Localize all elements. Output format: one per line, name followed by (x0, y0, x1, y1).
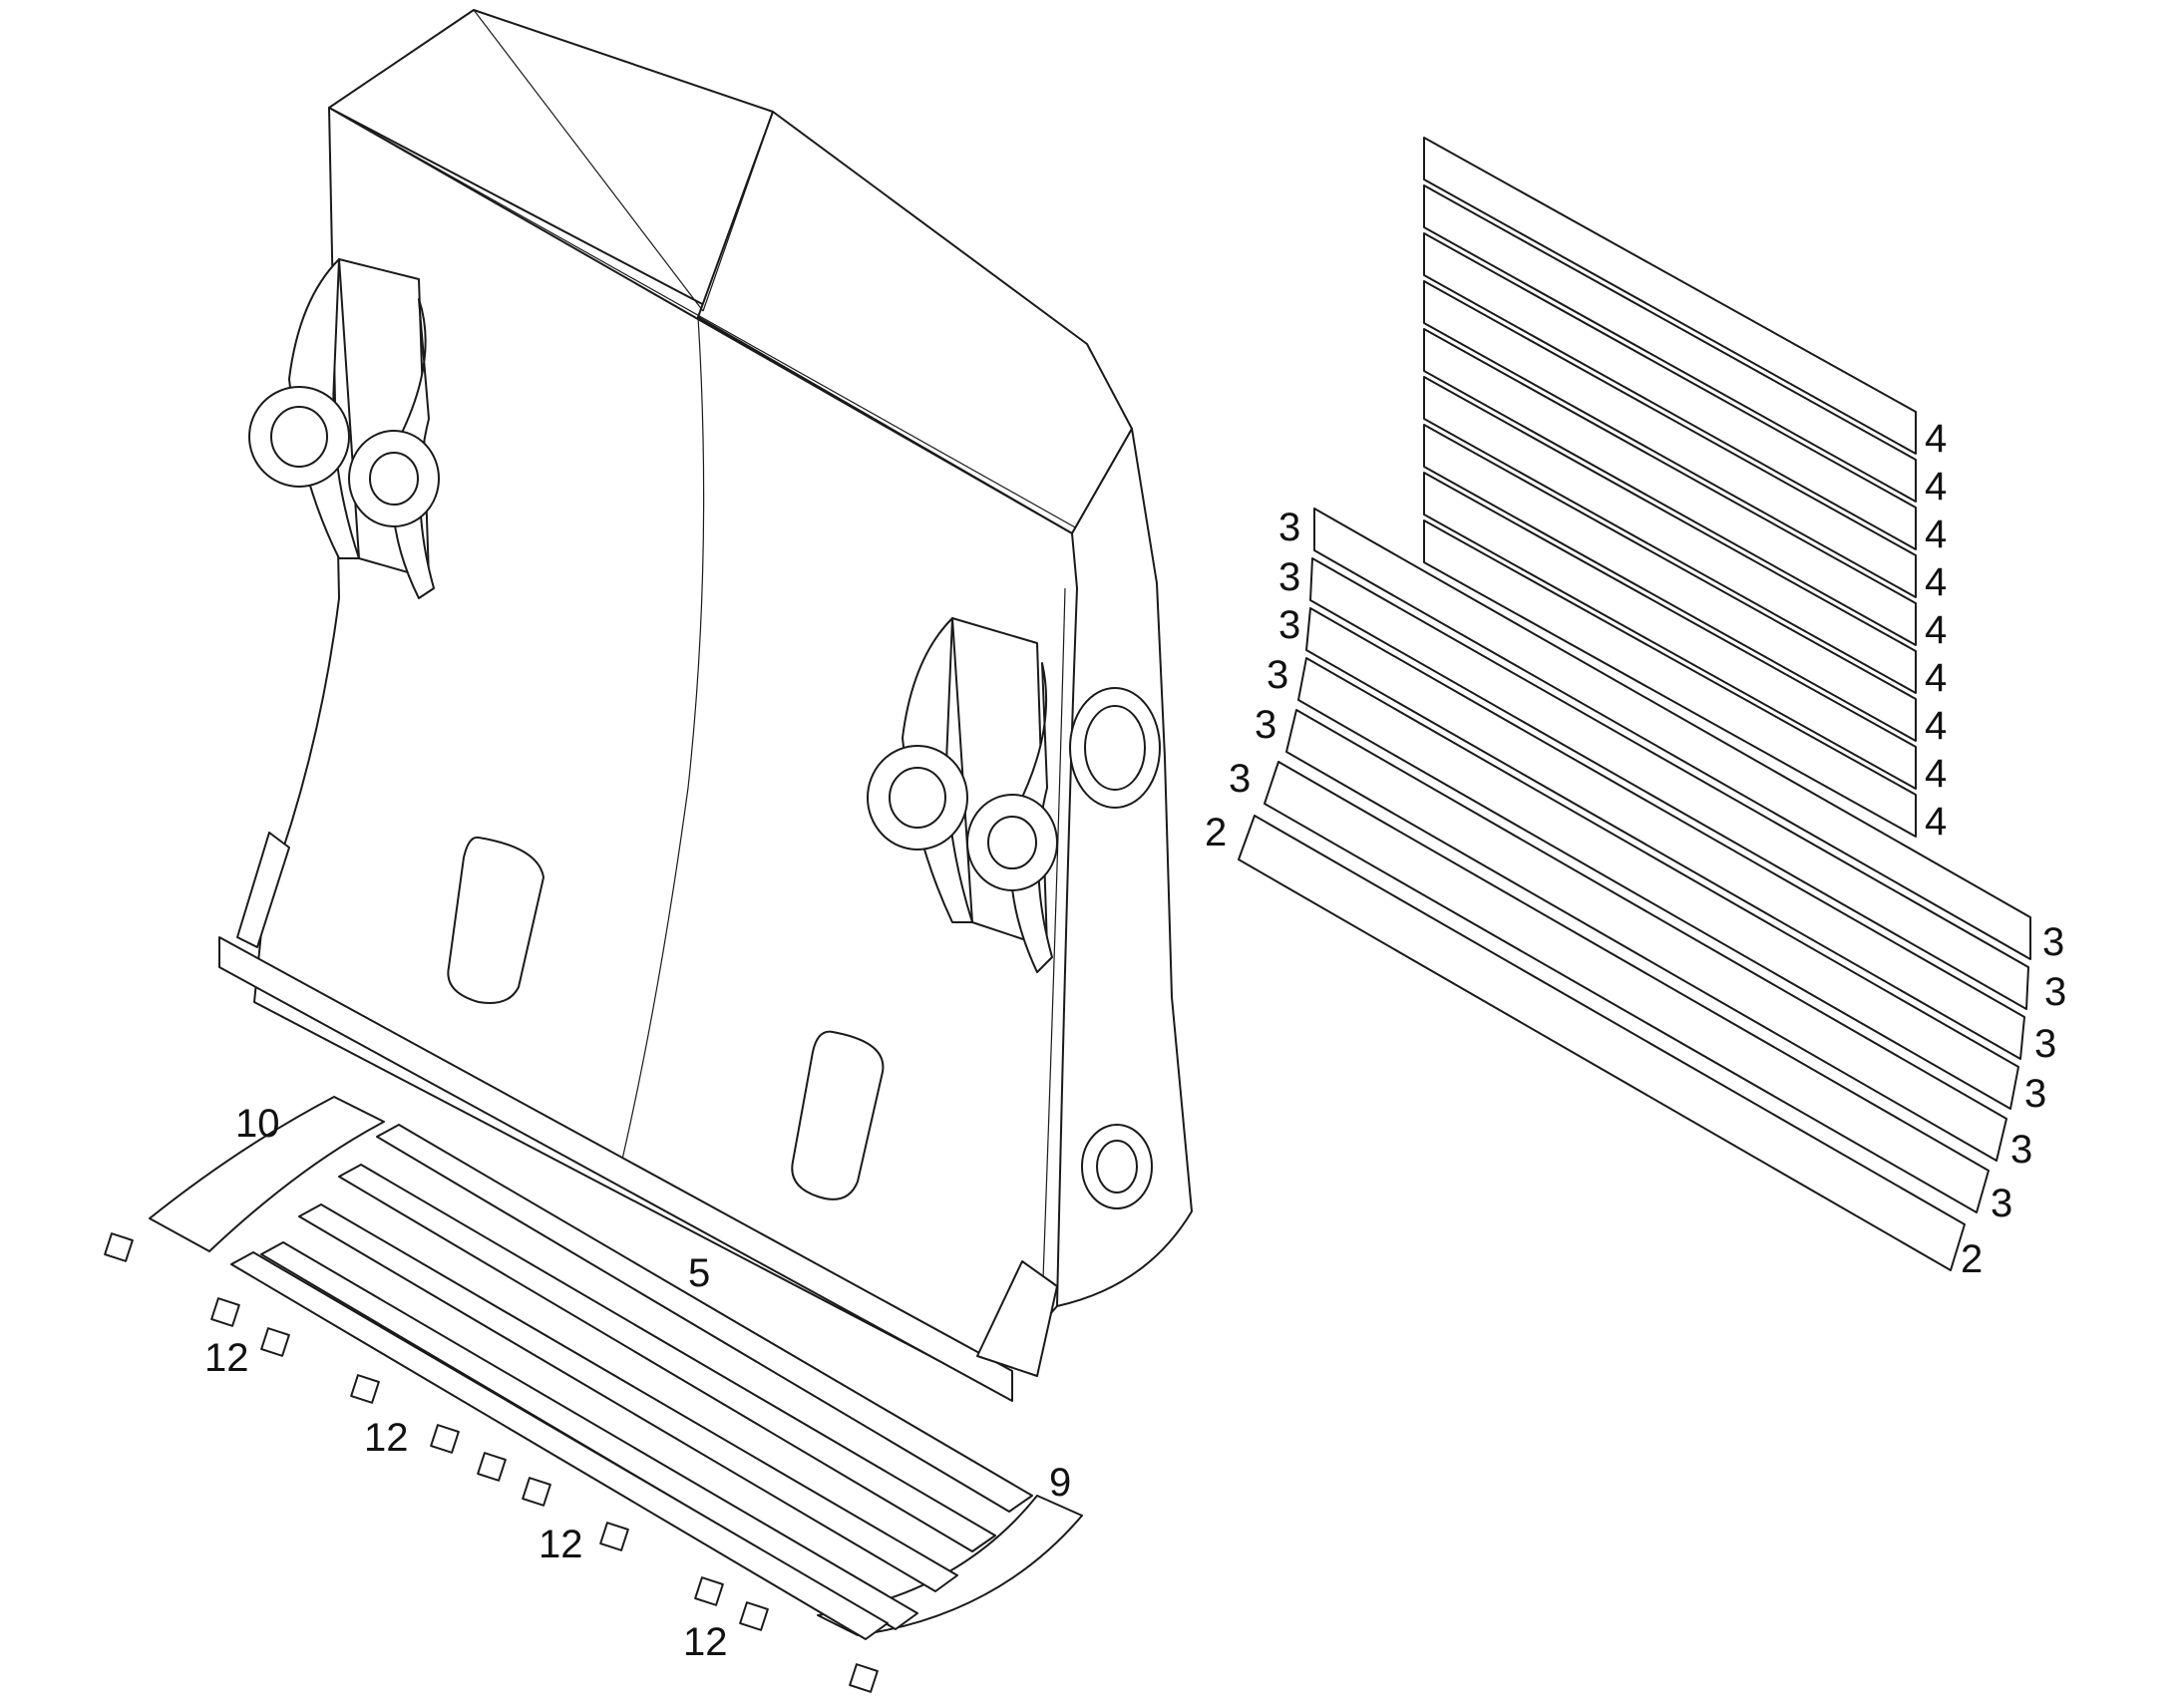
wear-strip-4 (1423, 376, 1917, 694)
wear-strip-4 (1423, 184, 1917, 503)
wear-strip-4 (1423, 232, 1917, 550)
callout-10: 10 (235, 1102, 280, 1146)
callout-4: 4 (1925, 704, 1947, 748)
hinge-bracket-right (867, 617, 1058, 973)
wear-strips-group-3 (1238, 508, 2031, 1271)
wear-strips-group-4 (1423, 137, 1917, 838)
wear-strip-2 (1238, 815, 1966, 1271)
callout-2: 2 (1961, 1237, 1983, 1281)
callout-12: 12 (364, 1416, 409, 1460)
callout-3: 3 (2024, 1072, 2046, 1116)
lip-end-left (236, 832, 290, 948)
wear-pad-12 (694, 1576, 724, 1606)
bottom-strip-5 (338, 1164, 996, 1552)
wear-pad-12 (739, 1601, 769, 1631)
wear-pad-12 (522, 1477, 551, 1507)
callout-12: 12 (204, 1336, 249, 1380)
callout-3: 3 (1278, 555, 1300, 599)
callout-9: 9 (1049, 1461, 1071, 1505)
side-boss-upper-inner (1084, 705, 1146, 791)
wear-strip-4 (1423, 519, 1917, 838)
pin-hole-left-a (270, 406, 328, 468)
pin-hole-left-b (369, 452, 419, 506)
wear-pad-12 (104, 1232, 134, 1262)
wear-strip-3 (1264, 761, 1990, 1213)
callout-4: 4 (1925, 800, 1947, 844)
callout-3: 3 (2010, 1128, 2032, 1172)
wear-pad-12 (599, 1522, 629, 1551)
wear-strip-3 (1313, 508, 2031, 960)
callout-5: 5 (688, 1251, 710, 1295)
wear-strip-3 (1305, 607, 2025, 1060)
callout-4: 4 (1925, 417, 1947, 461)
callout-3: 3 (1267, 653, 1288, 697)
wear-pad-12 (210, 1297, 240, 1327)
bottom-strip-5 (230, 1251, 889, 1640)
callout-12: 12 (539, 1523, 583, 1566)
wear-strip-4 (1423, 280, 1917, 598)
wear-strip-3 (1309, 557, 2029, 1010)
callout-4: 4 (1925, 608, 1947, 652)
lip-end-right (976, 1260, 1058, 1377)
callout-3: 3 (1255, 703, 1276, 747)
wear-strip-3 (1297, 657, 2019, 1110)
callout-3: 3 (1229, 757, 1251, 801)
top-center-line (702, 111, 774, 312)
pin-hole-right-a (889, 767, 946, 829)
callout-3: 3 (1991, 1182, 2012, 1225)
side-boss-lower-inner (1096, 1140, 1138, 1194)
wear-pad-12 (430, 1424, 460, 1454)
wear-strip-4 (1423, 137, 1917, 455)
pin-hole-right-b (987, 816, 1037, 869)
wear-pad-12 (350, 1374, 380, 1404)
side-wall-inner (1041, 587, 1066, 1307)
callout-4: 4 (1925, 465, 1947, 509)
side-wall-edge (1056, 532, 1078, 1307)
hinge-bracket-left (248, 258, 440, 599)
callout-3: 3 (2034, 1022, 2056, 1066)
bottom-strip-5 (376, 1124, 1033, 1513)
side-cutter-plate-10 (149, 1096, 385, 1252)
callout-3: 3 (2042, 920, 2064, 964)
callout-4: 4 (1925, 656, 1947, 700)
bucket-body (218, 9, 1193, 1402)
wear-pad-12 (260, 1327, 290, 1357)
wear-strip-4 (1423, 424, 1917, 742)
bottom-strip-5 (298, 1203, 958, 1592)
callout-3: 3 (1278, 506, 1300, 549)
callout-12: 12 (683, 1620, 728, 1664)
wear-pad-12 (849, 1663, 879, 1693)
callout-3: 3 (2044, 970, 2066, 1014)
top-fold-line (473, 9, 704, 312)
callout-4: 4 (1925, 560, 1947, 604)
callout-4: 4 (1925, 752, 1947, 796)
wear-strip-4 (1423, 472, 1917, 790)
body-cutout-left (447, 836, 545, 1004)
callout-3: 3 (1278, 603, 1300, 647)
callout-4: 4 (1925, 512, 1947, 556)
wear-pad-12 (477, 1452, 507, 1482)
center-seam (617, 316, 705, 1178)
wear-strip-4 (1423, 328, 1917, 646)
callout-labels: 4 4 4 4 4 4 4 4 4 3 3 3 3 3 3 2 3 3 3 3 … (204, 417, 2066, 1664)
body-cutout-right (791, 1030, 885, 1200)
wear-strip-3 (1285, 709, 2007, 1162)
top-rear-edge (328, 107, 1078, 529)
callout-2: 2 (1205, 811, 1227, 854)
cutting-edge-lip (218, 936, 1013, 1402)
bottom-plates (104, 1096, 1083, 1693)
